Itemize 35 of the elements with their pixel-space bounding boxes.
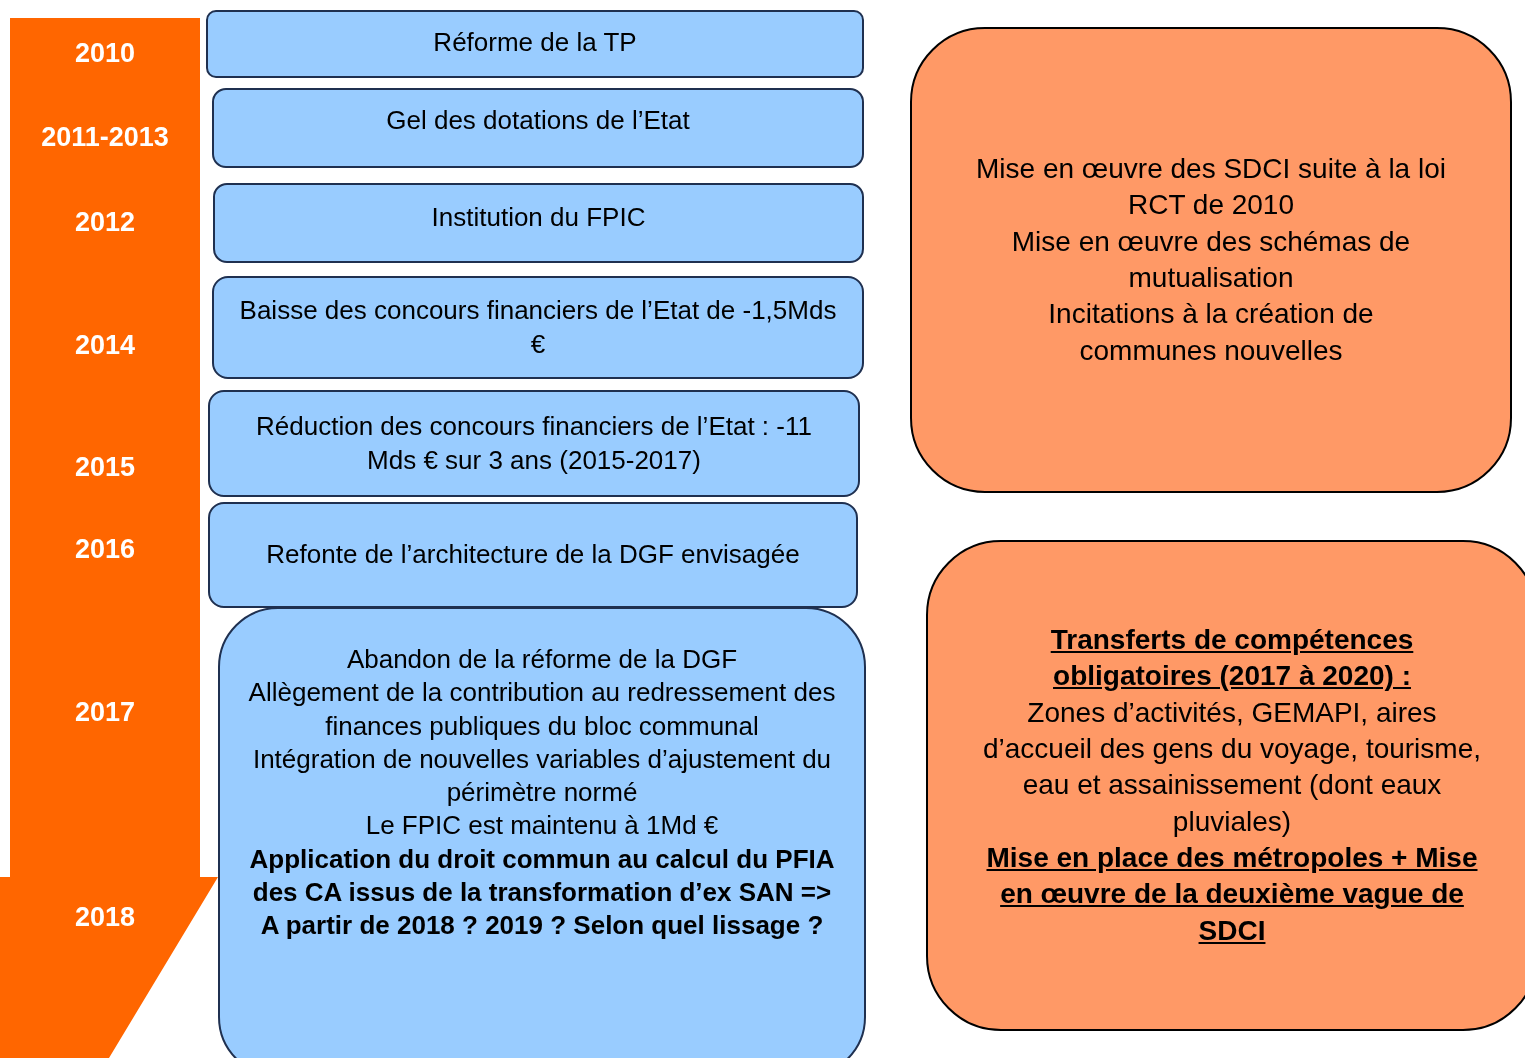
year-label: 2018 xyxy=(73,901,137,933)
box-text: Intégration de nouvelles variables d’ajustement du périmètre normé xyxy=(251,742,833,810)
event-box xyxy=(208,502,858,608)
year-label: 2017 xyxy=(73,696,137,728)
year-label: 2011-2013 xyxy=(40,121,170,153)
box-text: Réduction des concours financiers de l’Etat : -11 Mds € sur 3 ans (2015-2017) xyxy=(255,410,813,477)
note-box xyxy=(926,540,1525,1031)
event-box xyxy=(212,276,864,379)
box-text: Transferts de compétences obligatoires (2017 à 2020) : xyxy=(1049,622,1415,694)
box-text: Incitations à la création de communes nouvelles xyxy=(1047,297,1375,368)
box-text: Mise en place des métropoles + Mise en œuvre de la deuxième vague de SDCI xyxy=(985,841,1479,948)
note-box xyxy=(910,27,1512,493)
timeline-arrow xyxy=(0,18,218,1058)
year-label: 2012 xyxy=(73,206,137,238)
event-box xyxy=(212,88,864,168)
box-text: Mise en œuvre des schémas de mutualisation xyxy=(1010,224,1412,295)
box-text: Abandon de la réforme de la DGF xyxy=(346,643,738,676)
box-text: Mise en œuvre des SDCI suite à la loi RCT de 2010 xyxy=(976,151,1446,223)
box-text: Application du droit commun au calcul du PFIA des CA issus de la transformation d’ex SAN => A partir de 2018 ? 2019 ? Selon quel lissage ? xyxy=(248,842,836,943)
box-text: Le FPIC est maintenu à 1Md € xyxy=(365,809,719,843)
box-text: Gel des dotations de l’Etat xyxy=(386,104,690,137)
box-text: Baisse des concours financiers de l’Etat de -1,5Mds € xyxy=(238,294,838,361)
year-label: 2016 xyxy=(73,533,137,565)
event-box xyxy=(218,607,866,1058)
box-text: Réforme de la TP xyxy=(433,26,637,59)
box-text: Refonte de l’architecture de la DGF envisagée xyxy=(266,538,800,572)
box-text: Zones d’activités, GEMAPI, aires d’accueil des gens du voyage, tourisme, eau et assainissement (dont eaux pluviales) xyxy=(982,695,1482,839)
year-label: 2010 xyxy=(73,37,137,69)
year-label: 2015 xyxy=(73,451,137,483)
year-label: 2014 xyxy=(73,329,137,361)
event-box xyxy=(208,390,860,497)
event-box xyxy=(206,10,864,78)
box-text: Institution du FPIC xyxy=(431,201,646,234)
box-text: Allègement de la contribution au redressement des finances publiques du bloc communal xyxy=(247,676,837,743)
event-box xyxy=(213,183,864,263)
